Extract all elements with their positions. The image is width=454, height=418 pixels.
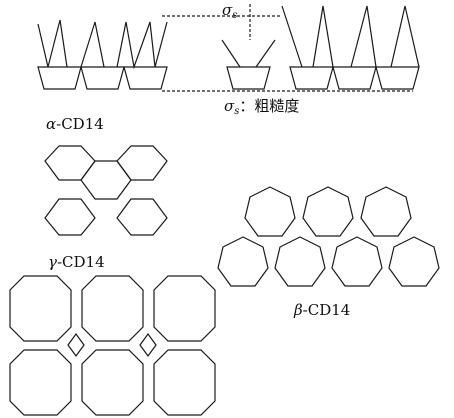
octagon <box>81 275 144 342</box>
sigma-glyph: σ <box>224 97 235 115</box>
heptagon <box>217 236 269 287</box>
spike <box>255 39 276 68</box>
spike <box>37 19 68 68</box>
trapezoid-block <box>123 66 168 90</box>
spike <box>80 21 105 68</box>
roughness-definition: ：粗糙度 <box>239 97 300 115</box>
heptagon <box>388 236 440 287</box>
sigma-subscript: s <box>232 10 238 21</box>
square-gap <box>139 332 157 358</box>
roughness-symbol: σs <box>222 3 237 21</box>
spike <box>281 5 303 68</box>
trapezoid-block <box>375 66 420 90</box>
trapezoid-block <box>289 66 334 90</box>
spike <box>221 39 241 68</box>
gamma-name: -CD14 <box>56 253 105 271</box>
spike <box>116 21 168 70</box>
trapezoid-block <box>80 66 125 90</box>
hexagon <box>116 198 168 236</box>
hexagon <box>116 145 168 181</box>
sigma-glyph: σ <box>222 1 233 19</box>
trapezoid-block <box>226 66 271 90</box>
heptagon <box>302 186 354 237</box>
rough-surface-right <box>221 5 420 90</box>
octagon <box>153 349 216 416</box>
spike <box>312 5 334 68</box>
hexagon <box>44 198 96 236</box>
rough-surface-left <box>37 19 168 90</box>
spike <box>350 5 377 68</box>
hexagon <box>80 160 132 200</box>
sigma-subscript: s <box>234 106 240 117</box>
gamma-cd14-label: γ-CD14 <box>48 255 105 270</box>
beta-cd14-heptagons <box>217 186 440 287</box>
trapezoid-block <box>332 66 377 90</box>
square-gap <box>67 332 85 358</box>
octagon <box>153 275 216 342</box>
octagon <box>9 349 72 416</box>
roughness-legend: σs：粗糙度 <box>224 99 299 117</box>
alpha-cd14-hexagons <box>44 145 168 236</box>
heptagon <box>360 186 412 237</box>
roughness-dimension <box>162 4 413 92</box>
octagon <box>9 275 72 342</box>
heptagon <box>331 236 383 287</box>
heptagon <box>244 186 296 237</box>
spike <box>390 5 420 68</box>
heptagon <box>274 236 326 287</box>
beta-cd14-label: β-CD14 <box>294 303 350 318</box>
alpha-glyph: α <box>46 115 57 133</box>
gamma-glyph: γ <box>48 253 57 271</box>
beta-glyph: β <box>294 301 303 319</box>
alpha-cd14-label: α-CD14 <box>46 117 104 132</box>
beta-name: -CD14 <box>302 301 351 319</box>
gamma-cd14-octagons <box>9 275 216 416</box>
trapezoid-block <box>37 66 82 90</box>
alpha-name: -CD14 <box>56 115 104 133</box>
octagon <box>81 349 144 416</box>
hexagon <box>44 145 96 181</box>
